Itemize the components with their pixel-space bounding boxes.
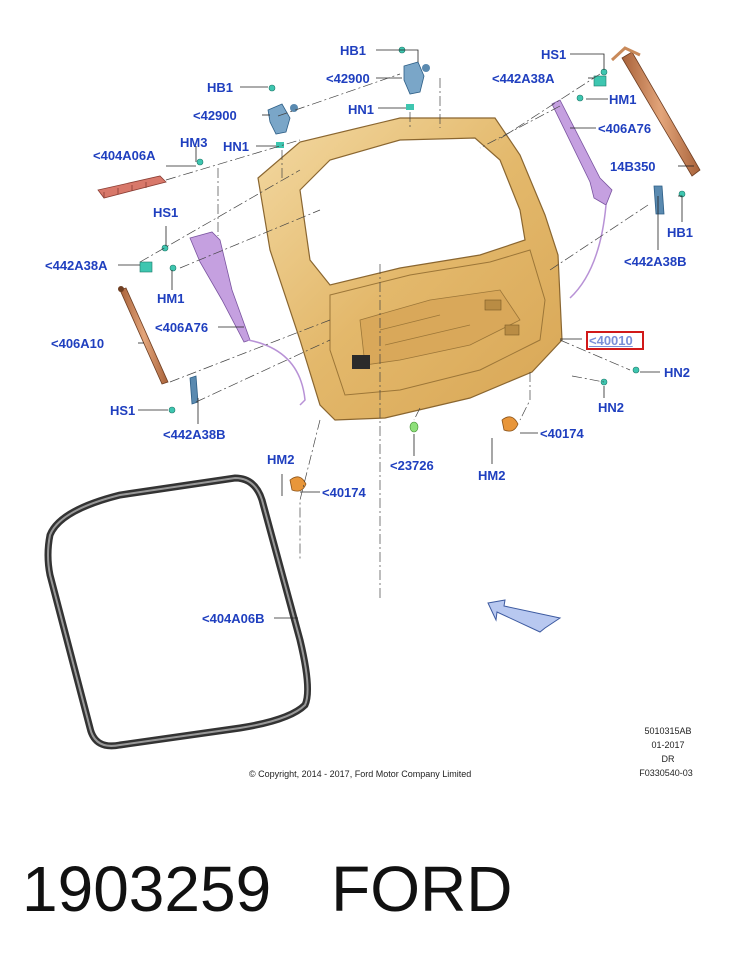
left-gas-strut: [118, 286, 169, 385]
plug-green: [409, 421, 419, 433]
label-hm1: HM1: [157, 291, 185, 306]
drawing-date: 01-2017: [651, 740, 685, 750]
hinge-right: [403, 61, 430, 110]
label-hn1: HN1: [223, 139, 250, 154]
label-hn2: HN2: [664, 365, 691, 380]
label-part-42900: <42900: [193, 108, 237, 123]
label-part-442a38b: <442A38B: [163, 427, 226, 442]
label-part-406a76: <406A76: [598, 121, 652, 136]
label-hm3: HM3: [180, 135, 208, 150]
label-hm2: HM2: [478, 468, 506, 483]
bumper-right: [501, 416, 519, 432]
label-part-40010-highlighted[interactable]: <40010: [589, 333, 633, 348]
striker-bracket-left: [189, 375, 199, 405]
label-part-442a38a: <442A38A: [45, 258, 108, 273]
label-hb1: HB1: [207, 80, 234, 95]
striker-bracket-right: [653, 185, 665, 215]
left-trim-panel: [189, 231, 306, 406]
highlighted-part-box: [586, 331, 644, 350]
leader-lines: [118, 49, 694, 619]
right-trim-panel: [551, 99, 613, 299]
label-hs1: HS1: [153, 205, 179, 220]
direction-arrow: [487, 599, 562, 633]
bumper-left: [289, 476, 307, 492]
label-hm1: HM1: [609, 92, 637, 107]
hinge-left: [267, 103, 298, 148]
part-number: 1903259: [22, 853, 272, 925]
label-part-406a76: <406A76: [155, 320, 209, 335]
label-hn2: HN2: [598, 400, 625, 415]
label-part-404a06b: <404A06B: [202, 611, 265, 626]
label-part-40174: <40174: [540, 426, 584, 441]
label-part-42900: <42900: [326, 71, 370, 86]
label-part-442a38a: <442A38A: [492, 71, 555, 86]
brand-name: FORD: [331, 853, 513, 925]
right-gas-strut: [610, 46, 701, 177]
label-hb1: HB1: [340, 43, 367, 58]
door-seal: [44, 474, 312, 750]
liftgate-panel: [257, 117, 563, 421]
drawing-reference: 5010315AB 01-2017 DR F0330540-03: [639, 724, 696, 780]
label-hm2: HM2: [267, 452, 295, 467]
label-part-442a38b: <442A38B: [624, 254, 687, 269]
drawing-dr: DR: [661, 754, 675, 764]
part-footer: 1903259 FORD: [22, 852, 512, 926]
label-part-40174: <40174: [322, 485, 366, 500]
label-hn1: HN1: [348, 102, 375, 117]
label-part-23726: <23726: [390, 458, 434, 473]
label-part-14b350: 14B350: [610, 159, 656, 174]
figure-number: F0330540-03: [639, 768, 693, 778]
fastener-set: [139, 46, 686, 414]
copyright-text: © Copyright, 2014 - 2017, Ford Motor Com…: [249, 769, 472, 779]
label-hb1: HB1: [667, 225, 694, 240]
drawing-code: 5010315AB: [644, 726, 692, 736]
label-hs1: HS1: [110, 403, 136, 418]
upper-seal-strip: [97, 175, 167, 199]
label-part-404a06a: <404A06A: [93, 148, 156, 163]
alignment-lines: [139, 73, 649, 600]
label-hs1: HS1: [541, 47, 567, 62]
label-part-406a10: <406A10: [51, 336, 105, 351]
